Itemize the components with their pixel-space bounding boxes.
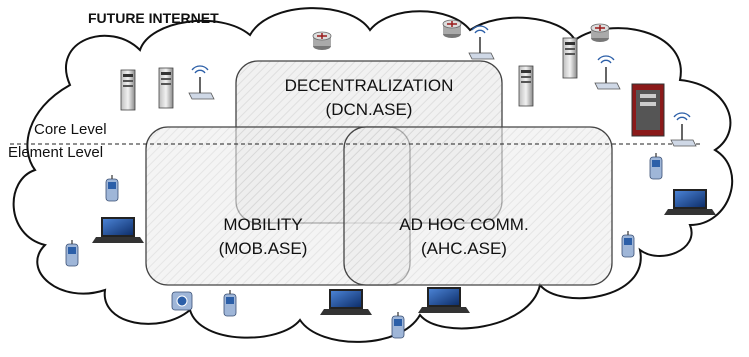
ad-hoc-comm-name: AD HOC COMM. — [399, 215, 529, 234]
core-level-label: Core Level — [34, 121, 107, 138]
server-icon — [158, 67, 174, 109]
server-icon — [562, 37, 578, 79]
camera-icon — [171, 291, 193, 311]
router-icon — [442, 19, 462, 39]
mobility-label: MOBILITY (MOB.ASE) — [196, 213, 330, 261]
mobile-phone-icon — [105, 174, 119, 202]
mobile-phone-icon — [65, 239, 79, 267]
ad-hoc-comm-code: (AHC.ASE) — [421, 239, 507, 258]
mobile-phone-icon — [223, 289, 237, 317]
ad-hoc-comm-label: AD HOC COMM. (AHC.ASE) — [366, 213, 562, 261]
rack-server-icon — [631, 83, 665, 137]
decentralization-name: DECENTRALIZATION — [284, 76, 454, 95]
router-icon — [590, 23, 610, 43]
area-ad-hoc-comm — [343, 126, 613, 286]
mobile-phone-icon — [649, 152, 663, 180]
mobile-phone-icon — [621, 230, 635, 258]
router-icon — [312, 31, 332, 51]
server-icon — [518, 65, 534, 107]
diagram-title: FUTURE INTERNET — [88, 10, 219, 26]
server-icon — [120, 69, 136, 111]
decentralization-label: DECENTRALIZATION (DCN.ASE) — [238, 74, 500, 122]
decentralization-code: (DCN.ASE) — [325, 100, 413, 119]
mobility-name: MOBILITY — [223, 215, 303, 234]
mobility-code: (MOB.ASE) — [218, 239, 308, 258]
mobile-phone-icon — [391, 311, 405, 339]
element-level-label: Element Level — [8, 144, 104, 161]
